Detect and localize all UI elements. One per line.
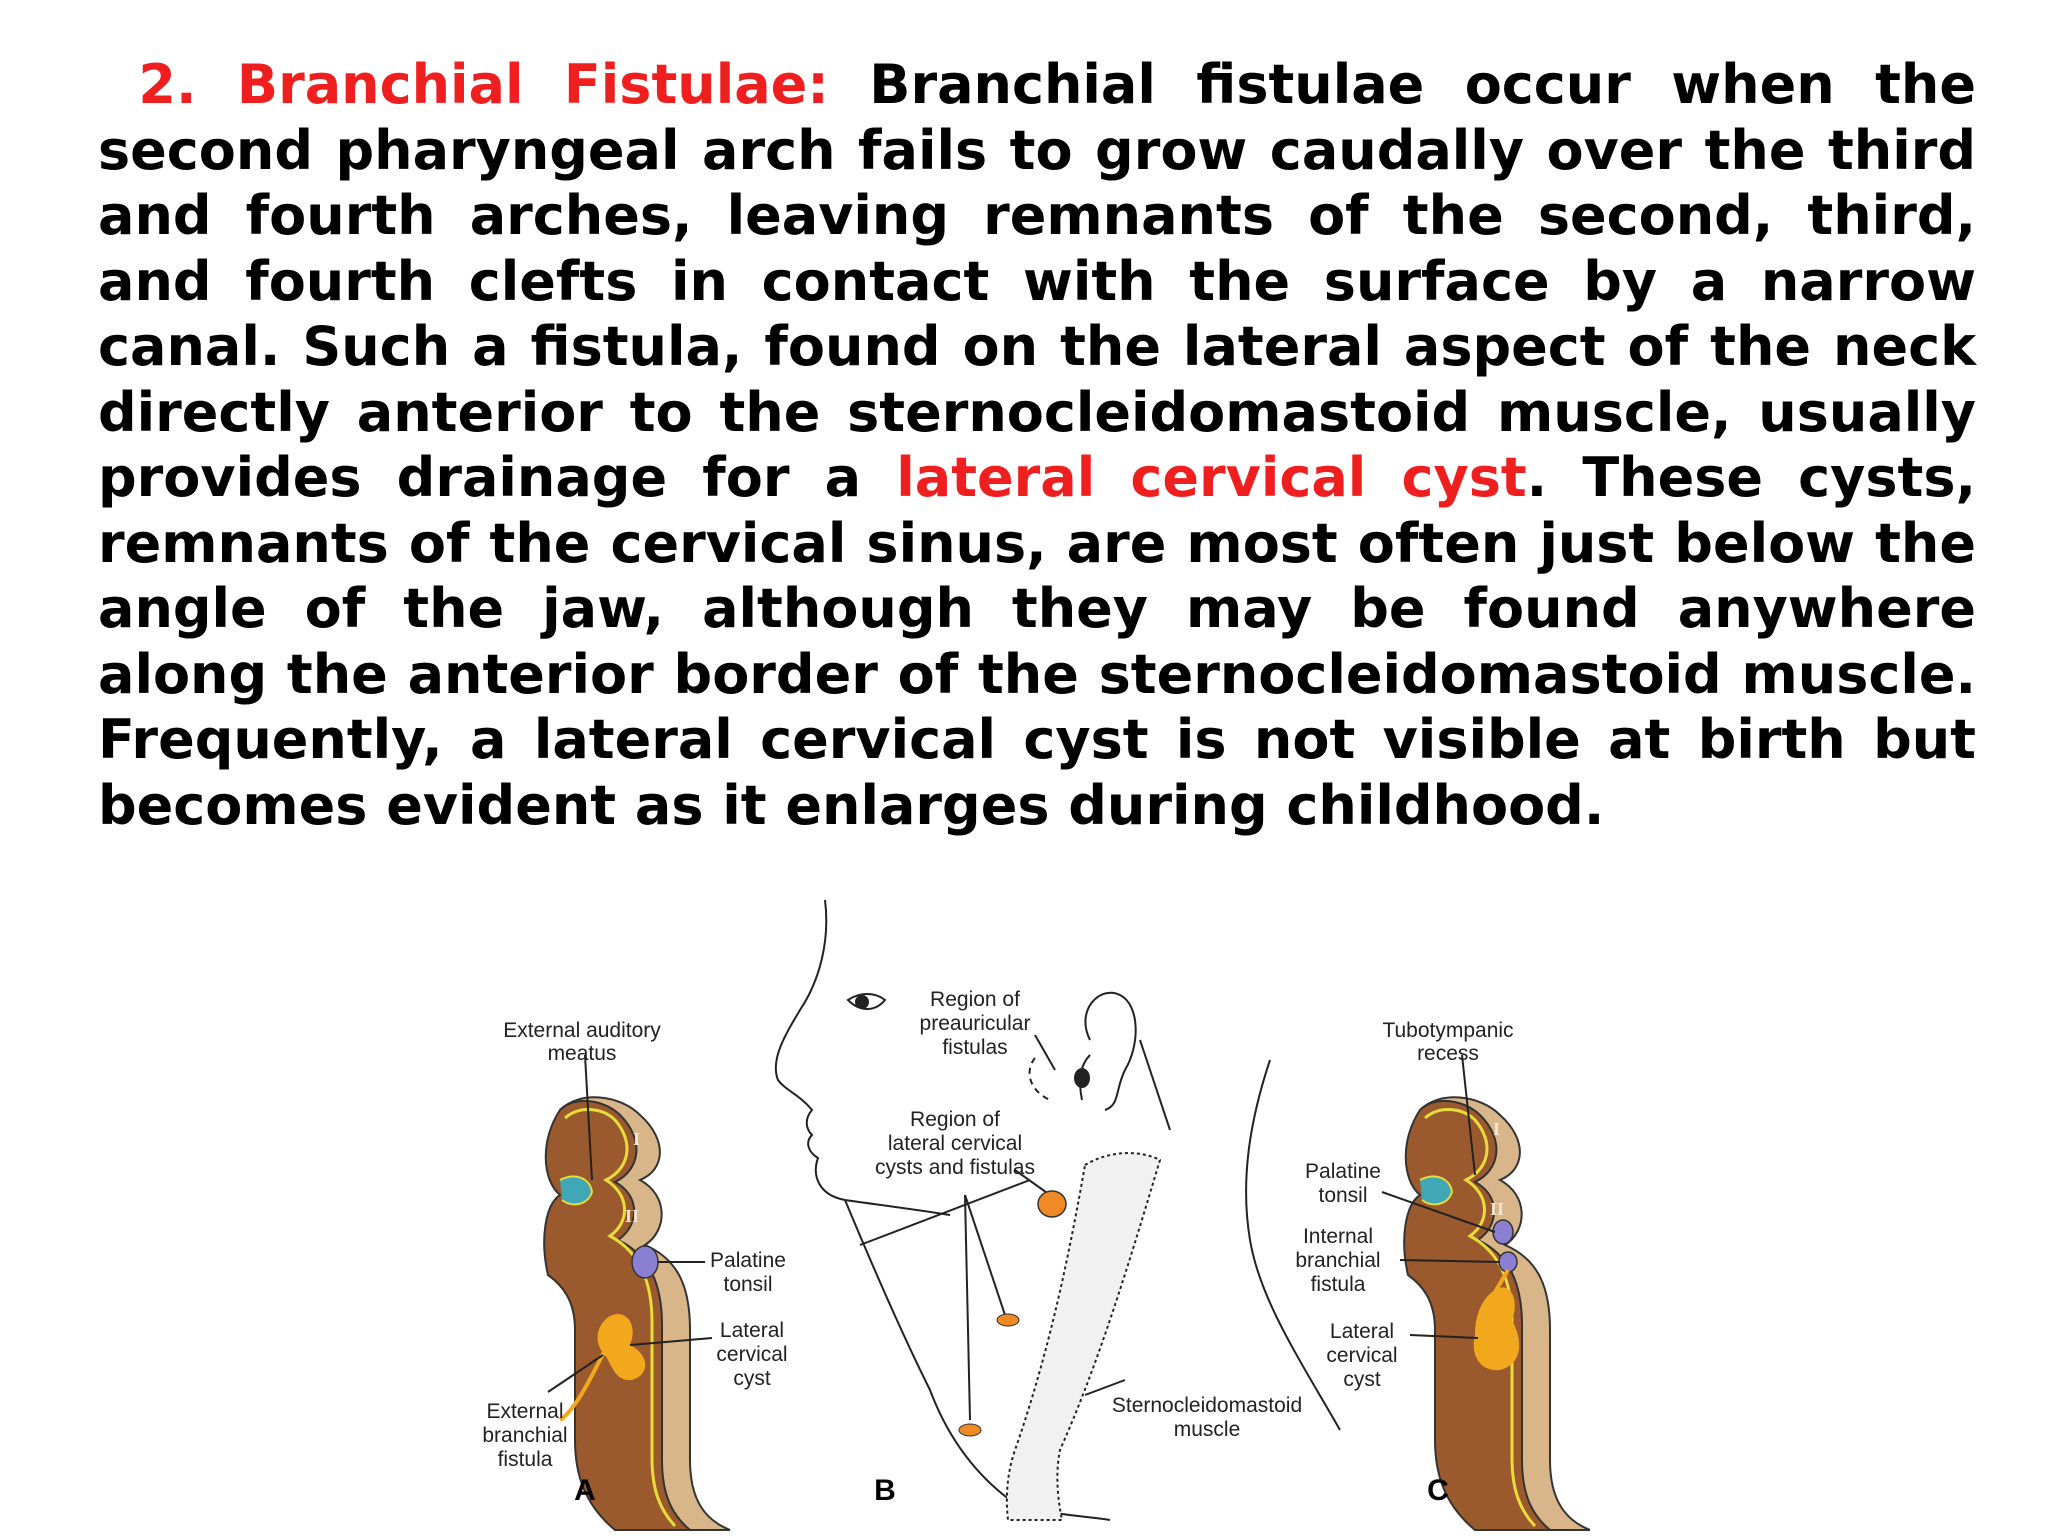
panel-a-roman-1: I <box>633 1129 640 1149</box>
label-scm-2: muscle <box>1174 1418 1241 1441</box>
label-preauricular-2: preauricular <box>920 1012 1031 1035</box>
label-c-lateral-2: cervical <box>1326 1344 1397 1367</box>
label-c-palatine-1: Palatine <box>1305 1160 1381 1183</box>
panel-c-roman-1: I <box>1493 1119 1500 1139</box>
label-internal-branchial-2: branchial <box>1295 1249 1380 1272</box>
label-a-palatine-2: tonsil <box>723 1273 772 1296</box>
panel-b-illustration <box>774 899 1341 1521</box>
label-tubotympanic-2: recess <box>1417 1042 1479 1065</box>
label-a-palatine-1: Palatine <box>710 1249 786 1272</box>
label-lateral-region-2: lateral cervical <box>888 1132 1022 1155</box>
label-external-branchial-1: External <box>486 1400 563 1423</box>
label-c-palatine-2: tonsil <box>1318 1184 1367 1207</box>
label-external-branchial-3: fistula <box>498 1448 553 1471</box>
label-external-auditory-2: meatus <box>548 1042 617 1065</box>
panel-c-illustration: I II <box>1381 1054 1590 1531</box>
highlight-term: lateral cervical cyst <box>896 446 1527 509</box>
panel-a-letter: A <box>574 1474 596 1507</box>
heading: 2. Branchial Fistulae: <box>138 53 829 116</box>
panel-c-roman-2: II <box>1490 1199 1504 1219</box>
label-a-lateral-3: cyst <box>733 1367 771 1390</box>
label-a-lateral-1: Lateral <box>720 1319 784 1342</box>
paragraph: 2. Branchial Fistulae: Branchial fistula… <box>98 52 1976 838</box>
body-text-2: . These cysts, remnants of the cervical … <box>98 446 1976 837</box>
label-external-auditory-1: External auditory <box>503 1019 661 1042</box>
label-tubotympanic-1: Tubotympanic <box>1382 1019 1513 1042</box>
label-lateral-region-1: Region of <box>910 1108 1000 1131</box>
label-external-branchial-2: branchial <box>482 1424 567 1447</box>
label-c-lateral-3: cyst <box>1343 1368 1381 1391</box>
label-c-lateral-1: Lateral <box>1330 1320 1394 1343</box>
label-preauricular-1: Region of <box>930 988 1020 1011</box>
branchial-fistula-figure: I II External auditory meatus Palatine t… <box>482 899 1590 1531</box>
label-lateral-region-3: cysts and fistulas <box>875 1156 1035 1179</box>
label-internal-branchial-1: Internal <box>1303 1225 1373 1248</box>
panel-b-letter: B <box>874 1474 896 1507</box>
panel-a-illustration: I II <box>543 1054 731 1531</box>
body-text-1: Branchial fistulae occur when the second… <box>98 53 1976 509</box>
label-preauricular-3: fistulas <box>942 1036 1007 1059</box>
label-a-lateral-2: cervical <box>716 1343 787 1366</box>
panel-c-letter: C <box>1427 1474 1449 1507</box>
label-internal-branchial-3: fistula <box>1311 1273 1366 1296</box>
panel-a-roman-2: II <box>625 1206 639 1226</box>
label-scm-1: Sternocleidomastoid <box>1112 1394 1302 1417</box>
